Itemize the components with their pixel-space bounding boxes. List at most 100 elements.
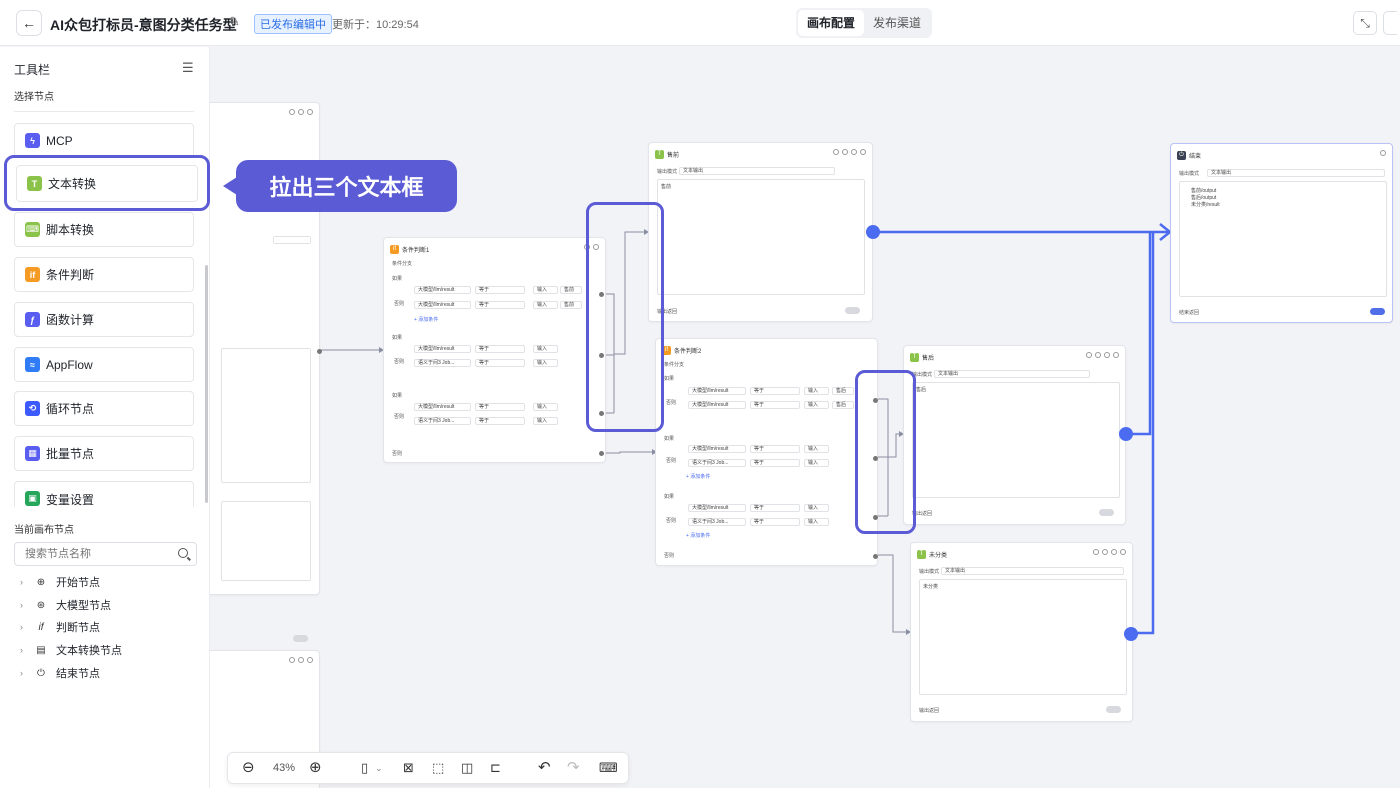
output-toggle[interactable] (1099, 509, 1114, 516)
condition-input-type[interactable]: 输入 (533, 301, 558, 309)
select-area-icon[interactable]: ⬚ (432, 760, 445, 775)
condition-input-type[interactable]: 输入 (533, 403, 558, 411)
condition-source[interactable]: 语义于间3 Job... (414, 359, 471, 367)
condition-source[interactable]: 大模型/llm/result (688, 445, 746, 453)
condition-input-type[interactable]: 输入 (804, 504, 829, 512)
tool-variable[interactable]: ▣变量设置 (14, 481, 194, 507)
condition-operator[interactable]: 等于 (475, 417, 525, 425)
end-node[interactable]: ⏻结束 输出模式 文本输出 售前/output 售后/output 未分类/re… (1170, 143, 1393, 323)
condition-input-type[interactable]: 输入 (804, 387, 829, 395)
tab-publish-channel[interactable]: 发布渠道 (873, 16, 922, 30)
undo-icon[interactable]: ↶ (538, 759, 551, 776)
mouse-mode-icon[interactable]: ▯ (361, 760, 369, 775)
condition-operator[interactable]: 等于 (750, 459, 800, 467)
output-mode-select[interactable]: 文本输出 (941, 567, 1124, 575)
condition-source[interactable]: 大模型/llm/result (414, 345, 471, 353)
condition-input-type[interactable]: 输入 (533, 345, 558, 353)
condition-value[interactable]: 售前 (560, 301, 582, 309)
condition-source[interactable]: 语义于间3 Job... (414, 417, 471, 425)
condition-value[interactable]: 售前 (560, 286, 582, 294)
condition-operator[interactable]: 等于 (750, 387, 800, 395)
condition-operator[interactable]: 等于 (750, 445, 800, 453)
condition-operator[interactable]: 等于 (750, 401, 800, 409)
branch-port-1[interactable] (873, 398, 878, 403)
sidebar-scrollbar[interactable] (205, 265, 208, 503)
condition-value[interactable]: 售后 (832, 387, 854, 395)
chevron-down-icon[interactable]: ⌄ (375, 763, 383, 773)
search-input[interactable] (15, 543, 165, 565)
param-field[interactable] (273, 236, 311, 244)
text-content-area[interactable]: 售后 (912, 382, 1120, 498)
chevron-right-icon[interactable]: › (20, 577, 23, 587)
condition-input-type[interactable]: 输入 (533, 286, 558, 294)
condition-input-type[interactable]: 输入 (804, 445, 829, 453)
edit-title-icon[interactable]: ✎ (229, 14, 240, 29)
condition-source[interactable]: 大模型/llm/result (414, 301, 471, 309)
branch-port-3[interactable] (873, 515, 878, 520)
branch-port-3[interactable] (599, 411, 604, 416)
chevron-right-icon[interactable]: › (20, 622, 23, 632)
text-content-area[interactable]: 未分类 (919, 579, 1127, 695)
tree-item-text[interactable]: ›▤文本转换节点 (20, 642, 122, 658)
llm-toggle[interactable] (293, 635, 308, 642)
condition-operator[interactable]: 等于 (475, 403, 525, 411)
zoom-out-icon[interactable]: ⊖ (242, 759, 255, 776)
else-port[interactable] (873, 554, 878, 559)
condition-source[interactable]: 大模型/llm/result (414, 286, 471, 294)
condition-operator[interactable]: 等于 (475, 301, 525, 309)
chevron-right-icon[interactable]: › (20, 645, 23, 655)
tool-batch[interactable]: ▦批量节点 (14, 436, 194, 471)
output-area[interactable] (221, 501, 311, 581)
chevron-right-icon[interactable]: › (20, 600, 23, 610)
condition-input-type[interactable]: 输入 (533, 359, 558, 367)
more-icon[interactable] (1383, 11, 1397, 35)
tree-item-start[interactable]: ›⊕开始节点 (20, 574, 100, 590)
output-mode-select[interactable]: 文本输出 (1207, 169, 1385, 177)
condition-operator[interactable]: 等于 (475, 359, 525, 367)
zoom-in-icon[interactable]: ⊕ (309, 759, 322, 776)
output-mode-select[interactable]: 文本输出 (934, 370, 1090, 378)
condition-input-type[interactable]: 输入 (533, 417, 558, 425)
fit-view-icon[interactable]: ⊠ (403, 760, 414, 775)
end-content-area[interactable]: 售前/output 售后/output 未分类/result (1179, 181, 1387, 297)
tree-item-end[interactable]: ›⏻结束节点 (20, 665, 100, 681)
layout-icon[interactable]: ◫ (461, 760, 474, 775)
text3-out-handle[interactable] (1124, 627, 1138, 641)
tool-appflow[interactable]: ≈AppFlow (14, 347, 194, 382)
branch-port-2[interactable] (599, 353, 604, 358)
condition-input-type[interactable]: 输入 (804, 459, 829, 467)
output-toggle[interactable] (1106, 706, 1121, 713)
keyboard-icon[interactable]: ⌨ (599, 760, 618, 775)
condition-source[interactable]: 大模型/llm/result (688, 387, 746, 395)
tool-loop[interactable]: ⟲循环节点 (14, 391, 194, 426)
tool-script-transform[interactable]: ⌨脚本转换 (14, 212, 194, 247)
chevron-right-icon[interactable]: › (20, 668, 23, 678)
prompt-area[interactable] (221, 348, 311, 483)
tab-canvas-config[interactable]: 画布配置 (798, 10, 865, 36)
condition-source[interactable]: 语义于间3 Job... (688, 459, 746, 467)
back-button[interactable]: ← (16, 10, 42, 36)
condition-input-type[interactable]: 输入 (804, 401, 829, 409)
condition-operator[interactable]: 等于 (750, 504, 800, 512)
condition-source[interactable]: 大模型/llm/result (688, 401, 746, 409)
condition-input-type[interactable]: 输入 (804, 518, 829, 526)
node-search[interactable] (14, 542, 197, 566)
end-toggle[interactable] (1370, 308, 1385, 315)
text2-out-handle[interactable] (1119, 427, 1133, 441)
output-toggle[interactable] (845, 307, 860, 314)
text1-out-handle[interactable] (866, 225, 880, 239)
condition-operator[interactable]: 等于 (475, 286, 525, 294)
redo-icon[interactable]: ↷ (567, 759, 580, 776)
branch-port-1[interactable] (599, 292, 604, 297)
